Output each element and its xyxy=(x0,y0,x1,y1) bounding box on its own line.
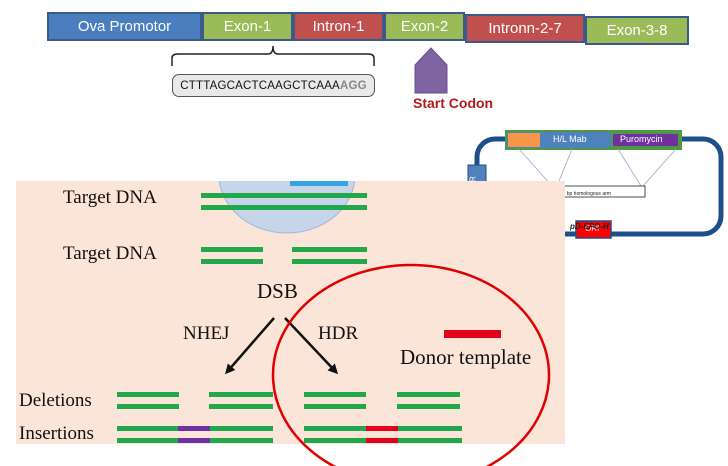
gene-map: Ova Promotor Exon-1 Intron-1 Exon-2 Intr… xyxy=(0,0,728,120)
hdr-arrow xyxy=(284,317,339,375)
hdr-product-right-top xyxy=(397,392,460,397)
guide-sequence: CTTTAGCACTCAAGCTCAAA xyxy=(180,79,340,92)
homology-arm-label: 500 bp homologous arm xyxy=(557,191,611,197)
target-dna-label-cut: Target DNA xyxy=(63,243,157,264)
pam-sequence: AGG xyxy=(339,79,367,92)
gene-segment-exon-2: Exon-2 xyxy=(384,12,465,41)
gene-segment-exon-3-8: Exon-3-8 xyxy=(585,16,689,45)
nhej-label: NHEJ xyxy=(183,323,230,344)
deletions-label: Deletions xyxy=(19,390,92,411)
knockin-segment-bottom xyxy=(366,438,398,443)
homology-line-right xyxy=(642,148,677,187)
gene-map-graphics xyxy=(171,45,448,94)
hdr-label: HDR xyxy=(318,323,359,344)
cut-dna-right-top xyxy=(292,247,367,252)
puromycin-block xyxy=(611,132,680,148)
target-dna-bottom-strand xyxy=(201,205,367,210)
nhej-arrow xyxy=(225,317,275,375)
cas9-complex xyxy=(218,181,356,234)
cut-dna-left-top xyxy=(201,247,263,252)
knockin-segment-top xyxy=(366,426,398,431)
origin-label: ORI xyxy=(585,224,600,233)
insertion-segment-top xyxy=(178,426,210,431)
homology-line-mid-left xyxy=(556,148,573,187)
insertions-label: Insertions xyxy=(19,423,94,444)
dsb-label: DSB xyxy=(257,279,298,303)
homology-line-mid-right xyxy=(617,148,642,187)
cassette-label: H/L Mab xyxy=(553,134,587,144)
puromycin-label: Puromycin xyxy=(620,134,663,144)
gene-segment-exon-1: Exon-1 xyxy=(202,12,293,41)
hdr-product-left-bottom xyxy=(304,404,366,409)
cut-dna-right-bottom xyxy=(292,259,367,264)
deletion-right-bottom xyxy=(209,404,273,409)
deletion-left-top xyxy=(117,392,179,397)
gene-segment-intron-1: Intron-1 xyxy=(293,12,384,41)
hdr-product-left-top xyxy=(304,392,366,397)
start-codon-marker xyxy=(414,47,448,94)
target-dna-top-strand xyxy=(201,193,367,198)
donor-template-label: Donor template xyxy=(400,345,532,369)
donor-template xyxy=(444,330,501,338)
guide-bracket xyxy=(171,45,375,66)
deletion-right-top xyxy=(209,392,273,397)
hdr-product-right-bottom xyxy=(397,404,460,409)
deletion-left-bottom xyxy=(117,404,179,409)
hdr-highlight-circle xyxy=(271,263,551,466)
start-codon-label: Start Codon xyxy=(413,95,494,111)
gene-segment-intron-2-7: Intronn-2-7 xyxy=(465,14,585,43)
cut-dna-left-bottom xyxy=(201,259,263,264)
guide-rna xyxy=(290,181,348,186)
target-dna-label-intact: Target DNA xyxy=(63,187,157,208)
plasmid-name: pD-EPO-H xyxy=(570,222,609,231)
promoter-block xyxy=(508,133,540,147)
homology-line-left xyxy=(518,148,553,187)
origin-block xyxy=(575,220,612,239)
gene-segment-promoter: Ova Promotor xyxy=(47,12,202,41)
insertion-segment-bottom xyxy=(178,438,210,443)
